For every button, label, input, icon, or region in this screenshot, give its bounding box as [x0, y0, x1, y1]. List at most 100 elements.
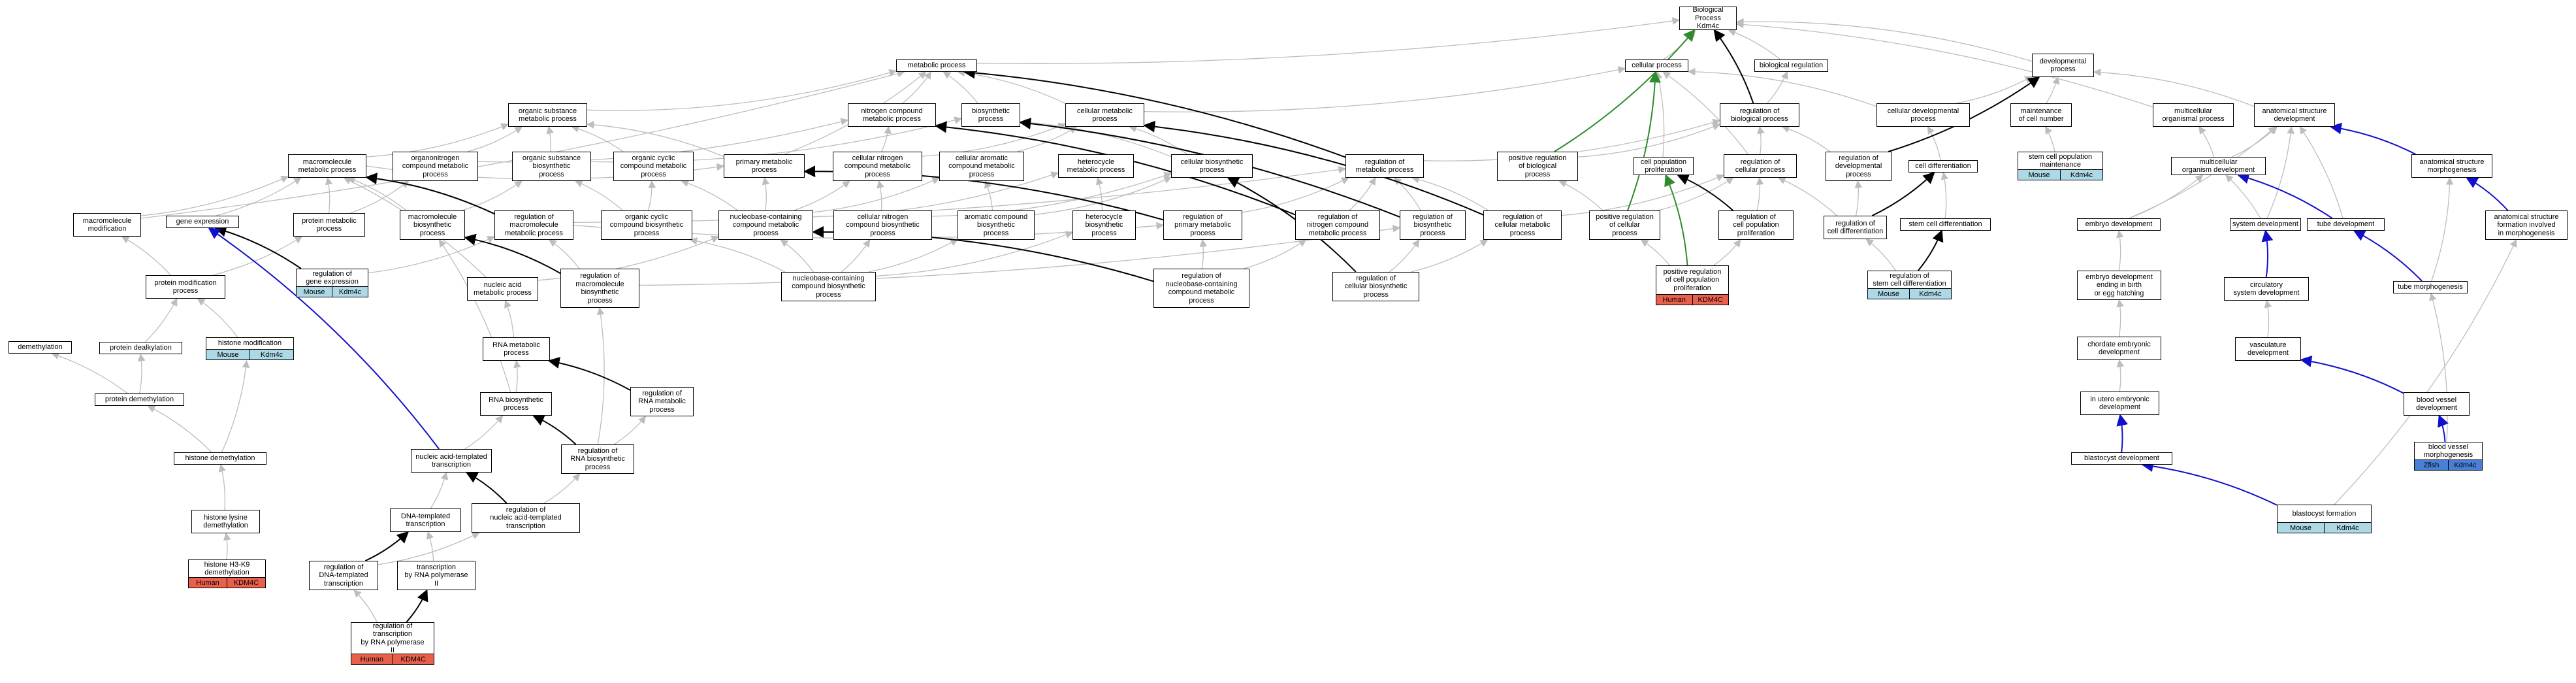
go-term-node-pdeal[interactable]: protein dealkylation [99, 342, 182, 354]
edge-rcp-to-cp [1662, 71, 1748, 155]
go-term-node-rncbp[interactable]: regulation of nucleobase-containing comp… [1153, 269, 1249, 308]
go-term-node-osbp[interactable]: organic substance biosynthetic process [512, 152, 591, 181]
go-term-node-edbh[interactable]: embryo development ending in birth or eg… [2077, 271, 2161, 300]
go-term-node-hbp[interactable]: heterocycle biosynthetic process [1072, 210, 1136, 240]
go-term-node-natt[interactable]: nucleic acid-templated transcription [411, 449, 492, 473]
go-term-node-mcn[interactable]: maintenance of cell number [2010, 103, 2072, 127]
species-tag: Mouse [206, 350, 250, 359]
go-term-label: regulation of transcription by RNA polym… [361, 622, 425, 655]
go-term-node-hmp[interactable]: heterocycle metabolic process [1058, 154, 1134, 178]
go-term-node-rpmp[interactable]: regulation of primary metabolic process [1163, 210, 1242, 240]
go-term-node-mp[interactable]: metabolic process [896, 59, 977, 72]
go-term-node-mmod[interactable]: macromolecule modification [73, 213, 141, 237]
go-term-node-rscd[interactable]: regulation of stem cell differentiation [1867, 271, 1952, 289]
go-term-node-mod[interactable]: multicellular organism development [2171, 157, 2266, 175]
go-term-node-rrnamp[interactable]: regulation of RNA metabolic process [630, 387, 694, 416]
go-term-node-rmp[interactable]: regulation of metabolic process [1345, 154, 1424, 178]
go-term-node-iued[interactable]: in utero embryonic development [2080, 391, 2159, 415]
go-term-node-ed[interactable]: embryo development [2077, 218, 2161, 231]
go-term-label: blastocyst formation [2292, 509, 2357, 518]
go-term-node-occbp[interactable]: organic cyclic compound biosynthetic pro… [601, 210, 692, 240]
go-term-node-mmp[interactable]: macromolecule metabolic process [288, 154, 366, 178]
go-term-node-hdemeth[interactable]: histone demethylation [174, 452, 266, 465]
go-term-node-tm[interactable]: tube morphogenesis [2393, 281, 2468, 293]
go-term-node-rcmp[interactable]: regulation of cellular metabolic process [1483, 210, 1562, 240]
go-term-node-rmbp[interactable]: regulation of macromolecule biosynthetic… [560, 269, 639, 308]
go-term-node-pdemeth[interactable]: protein demethylation [95, 393, 184, 406]
go-term-node-scpm[interactable]: stem cell population maintenance [2018, 152, 2103, 170]
go-term-node-asfm[interactable]: anatomical structure formation involved … [2485, 210, 2568, 240]
go-term-node-cdp[interactable]: cellular developmental process [1876, 103, 1970, 127]
go-term-node-rtrp2[interactable]: regulation of transcription by RNA polym… [351, 622, 434, 654]
go-term-node-rdtt[interactable]: regulation of DNA-templated transcriptio… [309, 561, 378, 590]
edge-mcn-to-dp [2046, 76, 2060, 104]
go-term-node-hmod[interactable]: histone modification [206, 337, 294, 350]
go-term-node-cp[interactable]: cellular process [1625, 59, 1688, 72]
go-term-node-rbsp[interactable]: regulation of biosynthetic process [1400, 210, 1466, 240]
go-term-node-sd[interactable]: system development [2230, 218, 2301, 231]
go-term-node-bf[interactable]: blastocyst formation [2277, 505, 2372, 523]
go-term-node-mop[interactable]: multicellular organismal process [2153, 103, 2234, 127]
go-term-node-prcpp[interactable]: positive regulation of cell population p… [1656, 265, 1729, 295]
go-term-node-rcpp[interactable]: regulation of cell population proliferat… [1718, 210, 1794, 240]
edge-rdtt-to-rnatt [378, 532, 480, 565]
go-term-node-rncmp[interactable]: regulation of nitrogen compound metaboli… [1295, 210, 1380, 240]
go-term-node-mbp[interactable]: macromolecule biosynthetic process [400, 210, 465, 240]
go-term-node-cncmp[interactable]: cellular nitrogen compound metabolic pro… [833, 152, 922, 181]
go-term-node-rbp[interactable]: regulation of biological process [1720, 103, 1799, 127]
go-term-node-rrnabp[interactable]: regulation of RNA biosynthetic process [561, 444, 634, 474]
go-term-node-rcbp[interactable]: regulation of cellular biosynthetic proc… [1332, 272, 1419, 301]
go-term-node-csd[interactable]: circulatory system development [2224, 277, 2309, 301]
go-term-node-bvm[interactable]: blood vessel morphogenesis [2414, 442, 2483, 460]
go-term-node-pmod[interactable]: protein modification process [146, 275, 225, 299]
go-term-node-ncbp[interactable]: nucleobase-containing compound biosynthe… [781, 272, 876, 301]
go-term-node-ced[interactable]: chordate embryonic development [2077, 337, 2161, 360]
go-term-node-demeth[interactable]: demethylation [8, 341, 72, 354]
edge-prcp-to-prbp [1558, 180, 1603, 211]
edge-cmp-to-cp [1144, 66, 1626, 112]
go-term-node-rnatt[interactable]: regulation of nucleic acid-templated tra… [472, 503, 580, 533]
go-term-node-occmp[interactable]: organic cyclic compound metabolic proces… [613, 152, 694, 181]
go-term-node-osmp[interactable]: organic substance metabolic process [508, 103, 587, 127]
go-term-node-rnamp[interactable]: RNA metabolic process [483, 337, 550, 361]
go-term-node-br[interactable]: biological regulation [1754, 59, 1828, 72]
go-term-label: blastocyst development [2084, 454, 2159, 463]
go-term-node-h3k9[interactable]: histone H3-K9 demethylation [188, 559, 266, 578]
go-term-node-prcp[interactable]: positive regulation of cellular process [1589, 210, 1660, 240]
go-term-node-rdp[interactable]: regulation of developmental process [1826, 152, 1892, 181]
go-term-node-bvd[interactable]: blood vessel development [2404, 392, 2470, 416]
go-term-node-oncmp[interactable]: organonitrogen compound metabolic proces… [393, 152, 478, 181]
go-term-node-rcd[interactable]: regulation of cell differentiation [1824, 216, 1887, 239]
go-term-node-vd[interactable]: vasculature development [2235, 337, 2301, 361]
go-term-node-bsp[interactable]: biosynthetic process [961, 103, 1020, 127]
go-term-node-hlysdm[interactable]: histone lysine demethylation [191, 510, 260, 533]
go-term-node-bp[interactable]: Biological Process Kdm4c [1679, 6, 1737, 30]
go-term-node-rnabp[interactable]: RNA biosynthetic process [480, 392, 552, 416]
go-term-node-ncmp[interactable]: nitrogen compound metabolic process [848, 103, 936, 127]
go-term-node-dtt[interactable]: DNA-templated transcription [390, 508, 461, 532]
go-term-node-pmp[interactable]: primary metabolic process [724, 154, 805, 178]
go-term-node-ge[interactable]: gene expression [166, 216, 239, 228]
go-term-node-cncbp[interactable]: cellular nitrogen compound biosynthetic … [833, 210, 932, 240]
go-term-node-bd[interactable]: blastocyst development [2071, 452, 2172, 465]
go-term-node-dp[interactable]: developmental process [2032, 54, 2094, 77]
go-term-node-accmp[interactable]: cellular aromatic compound metabolic pro… [939, 152, 1024, 181]
go-term-node-prmp[interactable]: protein metabolic process [293, 213, 365, 237]
go-term-node-rcp[interactable]: regulation of cellular process [1724, 154, 1797, 178]
go-term-node-asm[interactable]: anatomical structure morphogenesis [2411, 154, 2492, 178]
go-term-node-prbp[interactable]: positive regulation of biological proces… [1497, 152, 1578, 181]
go-term-node-trp2[interactable]: transcription by RNA polymerase II [397, 561, 475, 590]
go-term-node-cdiff[interactable]: cell differentiation [1908, 160, 1978, 173]
go-term-node-asd[interactable]: anatomical structure development [2254, 103, 2335, 127]
go-term-node-rmmp[interactable]: regulation of macromolecule metabolic pr… [494, 210, 573, 240]
go-term-node-nump[interactable]: nucleic acid metabolic process [467, 277, 538, 301]
go-term-node-nccmp[interactable]: nucleobase-containing compound metabolic… [718, 210, 813, 240]
go-term-node-td[interactable]: tube development [2307, 218, 2385, 231]
edge-prmp-to-oncmp [350, 180, 410, 214]
go-term-node-cpp[interactable]: cell population proliferation [1634, 157, 1694, 175]
go-term-node-cmp[interactable]: cellular metabolic process [1065, 103, 1144, 127]
go-term-node-acbp[interactable]: aromatic compound biosynthetic process [958, 210, 1035, 240]
go-term-node-cbp[interactable]: cellular biosynthetic process [1171, 154, 1253, 178]
go-term-node-rge[interactable]: regulation of gene expression [296, 269, 368, 287]
go-term-node-scd[interactable]: stem cell differentiation [1900, 218, 1991, 231]
